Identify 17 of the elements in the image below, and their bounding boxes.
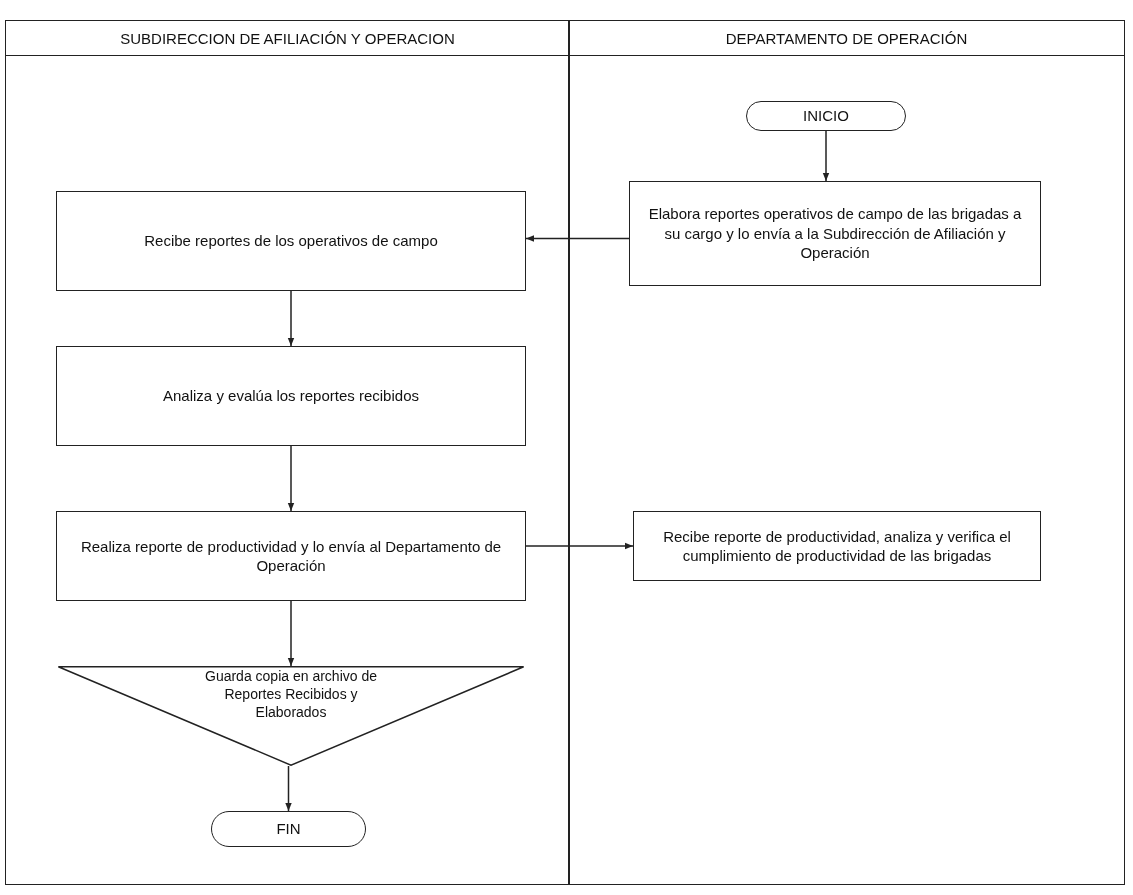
lane-header: DEPARTAMENTO DE OPERACIÓN	[569, 21, 1124, 56]
process-box: Elabora reportes operativos de campo de las brigadas a su cargo y lo envía a la Subdirección de Afiliación y Operación	[629, 181, 1041, 286]
process-box: Recibe reporte de productividad, analiza y verifica el cumplimiento de productividad de las brigadas	[633, 511, 1041, 581]
node-text: Guarda copia en archivo de Reportes Recibidos y Elaborados	[204, 666, 378, 722]
arrow	[285, 765, 292, 812]
process-box: Recibe reportes de los operativos de campo	[56, 191, 526, 291]
lane-header: SUBDIRECCION DE AFILIACIÓN Y OPERACION	[6, 21, 569, 56]
arrow	[822, 130, 830, 182]
terminator: FIN	[211, 811, 366, 847]
process-box: Analiza y evalúa los reportes recibidos	[56, 346, 526, 446]
terminator: INICIO	[746, 101, 906, 131]
arrow	[525, 235, 630, 242]
process-box: Realiza reporte de productividad y lo envía al Departamento de Operación	[56, 511, 526, 601]
arrow	[525, 542, 634, 550]
arrow	[287, 600, 295, 667]
arrow	[287, 290, 295, 347]
arrow	[287, 445, 295, 512]
